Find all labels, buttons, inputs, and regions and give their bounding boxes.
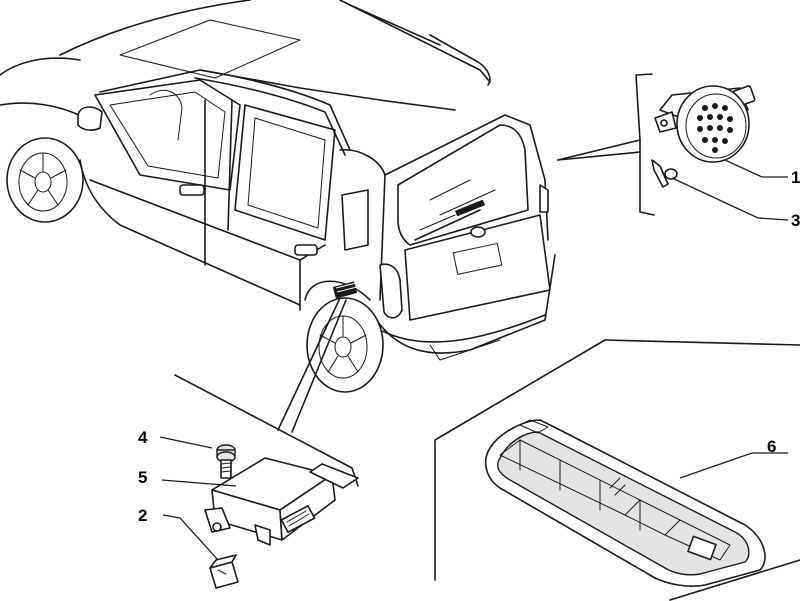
siren-speaker xyxy=(654,85,756,163)
callout-label-6: 6 xyxy=(767,437,776,456)
module-bolt xyxy=(216,444,236,479)
callout-label-2: 2 xyxy=(138,506,147,525)
speaker-inset xyxy=(557,73,789,221)
car-illustration xyxy=(0,0,556,393)
callout-label-1: 1 xyxy=(791,168,800,187)
speaker-screw xyxy=(651,159,678,188)
control-module xyxy=(204,457,359,546)
module-location-marker xyxy=(332,281,358,299)
speaker-grille xyxy=(697,103,733,153)
tray-inset xyxy=(434,339,800,601)
callout-label-4: 4 xyxy=(138,428,148,447)
module-group xyxy=(159,436,359,589)
module-clip xyxy=(209,554,239,589)
callout-label-5: 5 xyxy=(138,468,147,487)
storage-tray xyxy=(484,419,766,587)
leader-line-module xyxy=(277,297,347,433)
callout-label-3: 3 xyxy=(791,211,800,230)
